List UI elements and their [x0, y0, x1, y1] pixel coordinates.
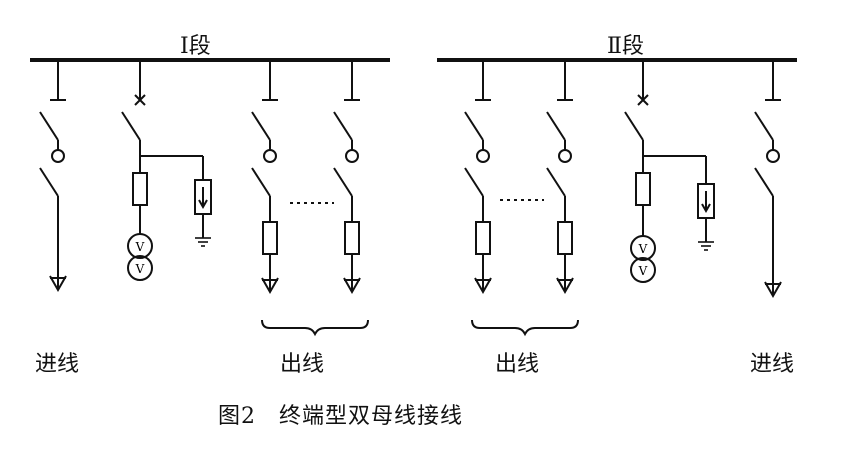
label-incoming-left: 进线 — [35, 352, 80, 377]
label-outgoing-right: 出线 — [495, 352, 540, 377]
section-2-label: Ⅱ段 — [607, 34, 644, 59]
incoming-feeder-2 — [754, 60, 782, 299]
section-1-label: Ⅰ段 — [180, 34, 211, 59]
outgoing-feeder-1a — [251, 60, 279, 295]
outgoing-feeder-2a — [464, 60, 492, 295]
label-outgoing-left: 出线 — [280, 352, 325, 377]
vt-symbol-2a: V — [638, 242, 648, 256]
voltage-transformer-bay-1 — [121, 60, 212, 281]
vt-symbol-1a: V — [135, 240, 145, 254]
vt-symbol-1b: V — [135, 262, 145, 276]
outgoing-brace-1 — [261, 319, 369, 337]
figure-caption: 图2 终端型双母线接线 — [218, 404, 463, 429]
voltage-transformer-bay-2 — [624, 60, 715, 283]
outgoing-feeder-2b — [546, 60, 574, 295]
label-incoming-right: 进线 — [750, 352, 795, 377]
vt-symbol-2b: V — [638, 264, 648, 278]
incoming-feeder-1 — [39, 60, 67, 293]
outgoing-brace-2 — [471, 319, 579, 337]
outgoing-feeder-1b — [333, 60, 361, 295]
